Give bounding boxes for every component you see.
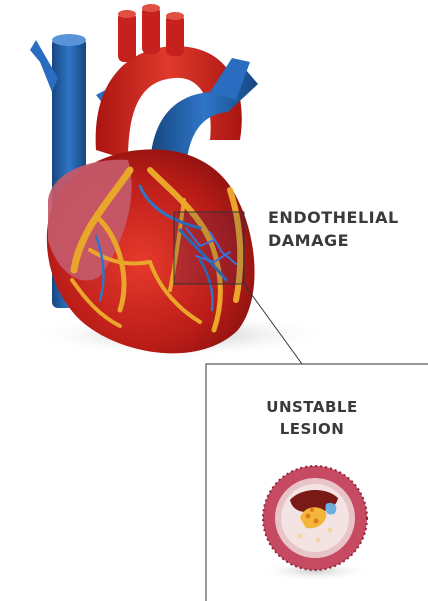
endothelial-damage-label: ENDOTHELIAL DAMAGE — [268, 206, 399, 252]
unstable-label-line2: LESION — [252, 418, 372, 440]
endothelial-label-line1: ENDOTHELIAL — [268, 206, 399, 229]
unstable-lesion-label: UNSTABLE LESION — [252, 396, 372, 440]
endothelial-label-line2: DAMAGE — [268, 229, 399, 252]
artery-cross-section-icon — [259, 466, 371, 581]
damage-focus-box — [174, 212, 244, 284]
unstable-label-line1: UNSTABLE — [252, 396, 372, 418]
